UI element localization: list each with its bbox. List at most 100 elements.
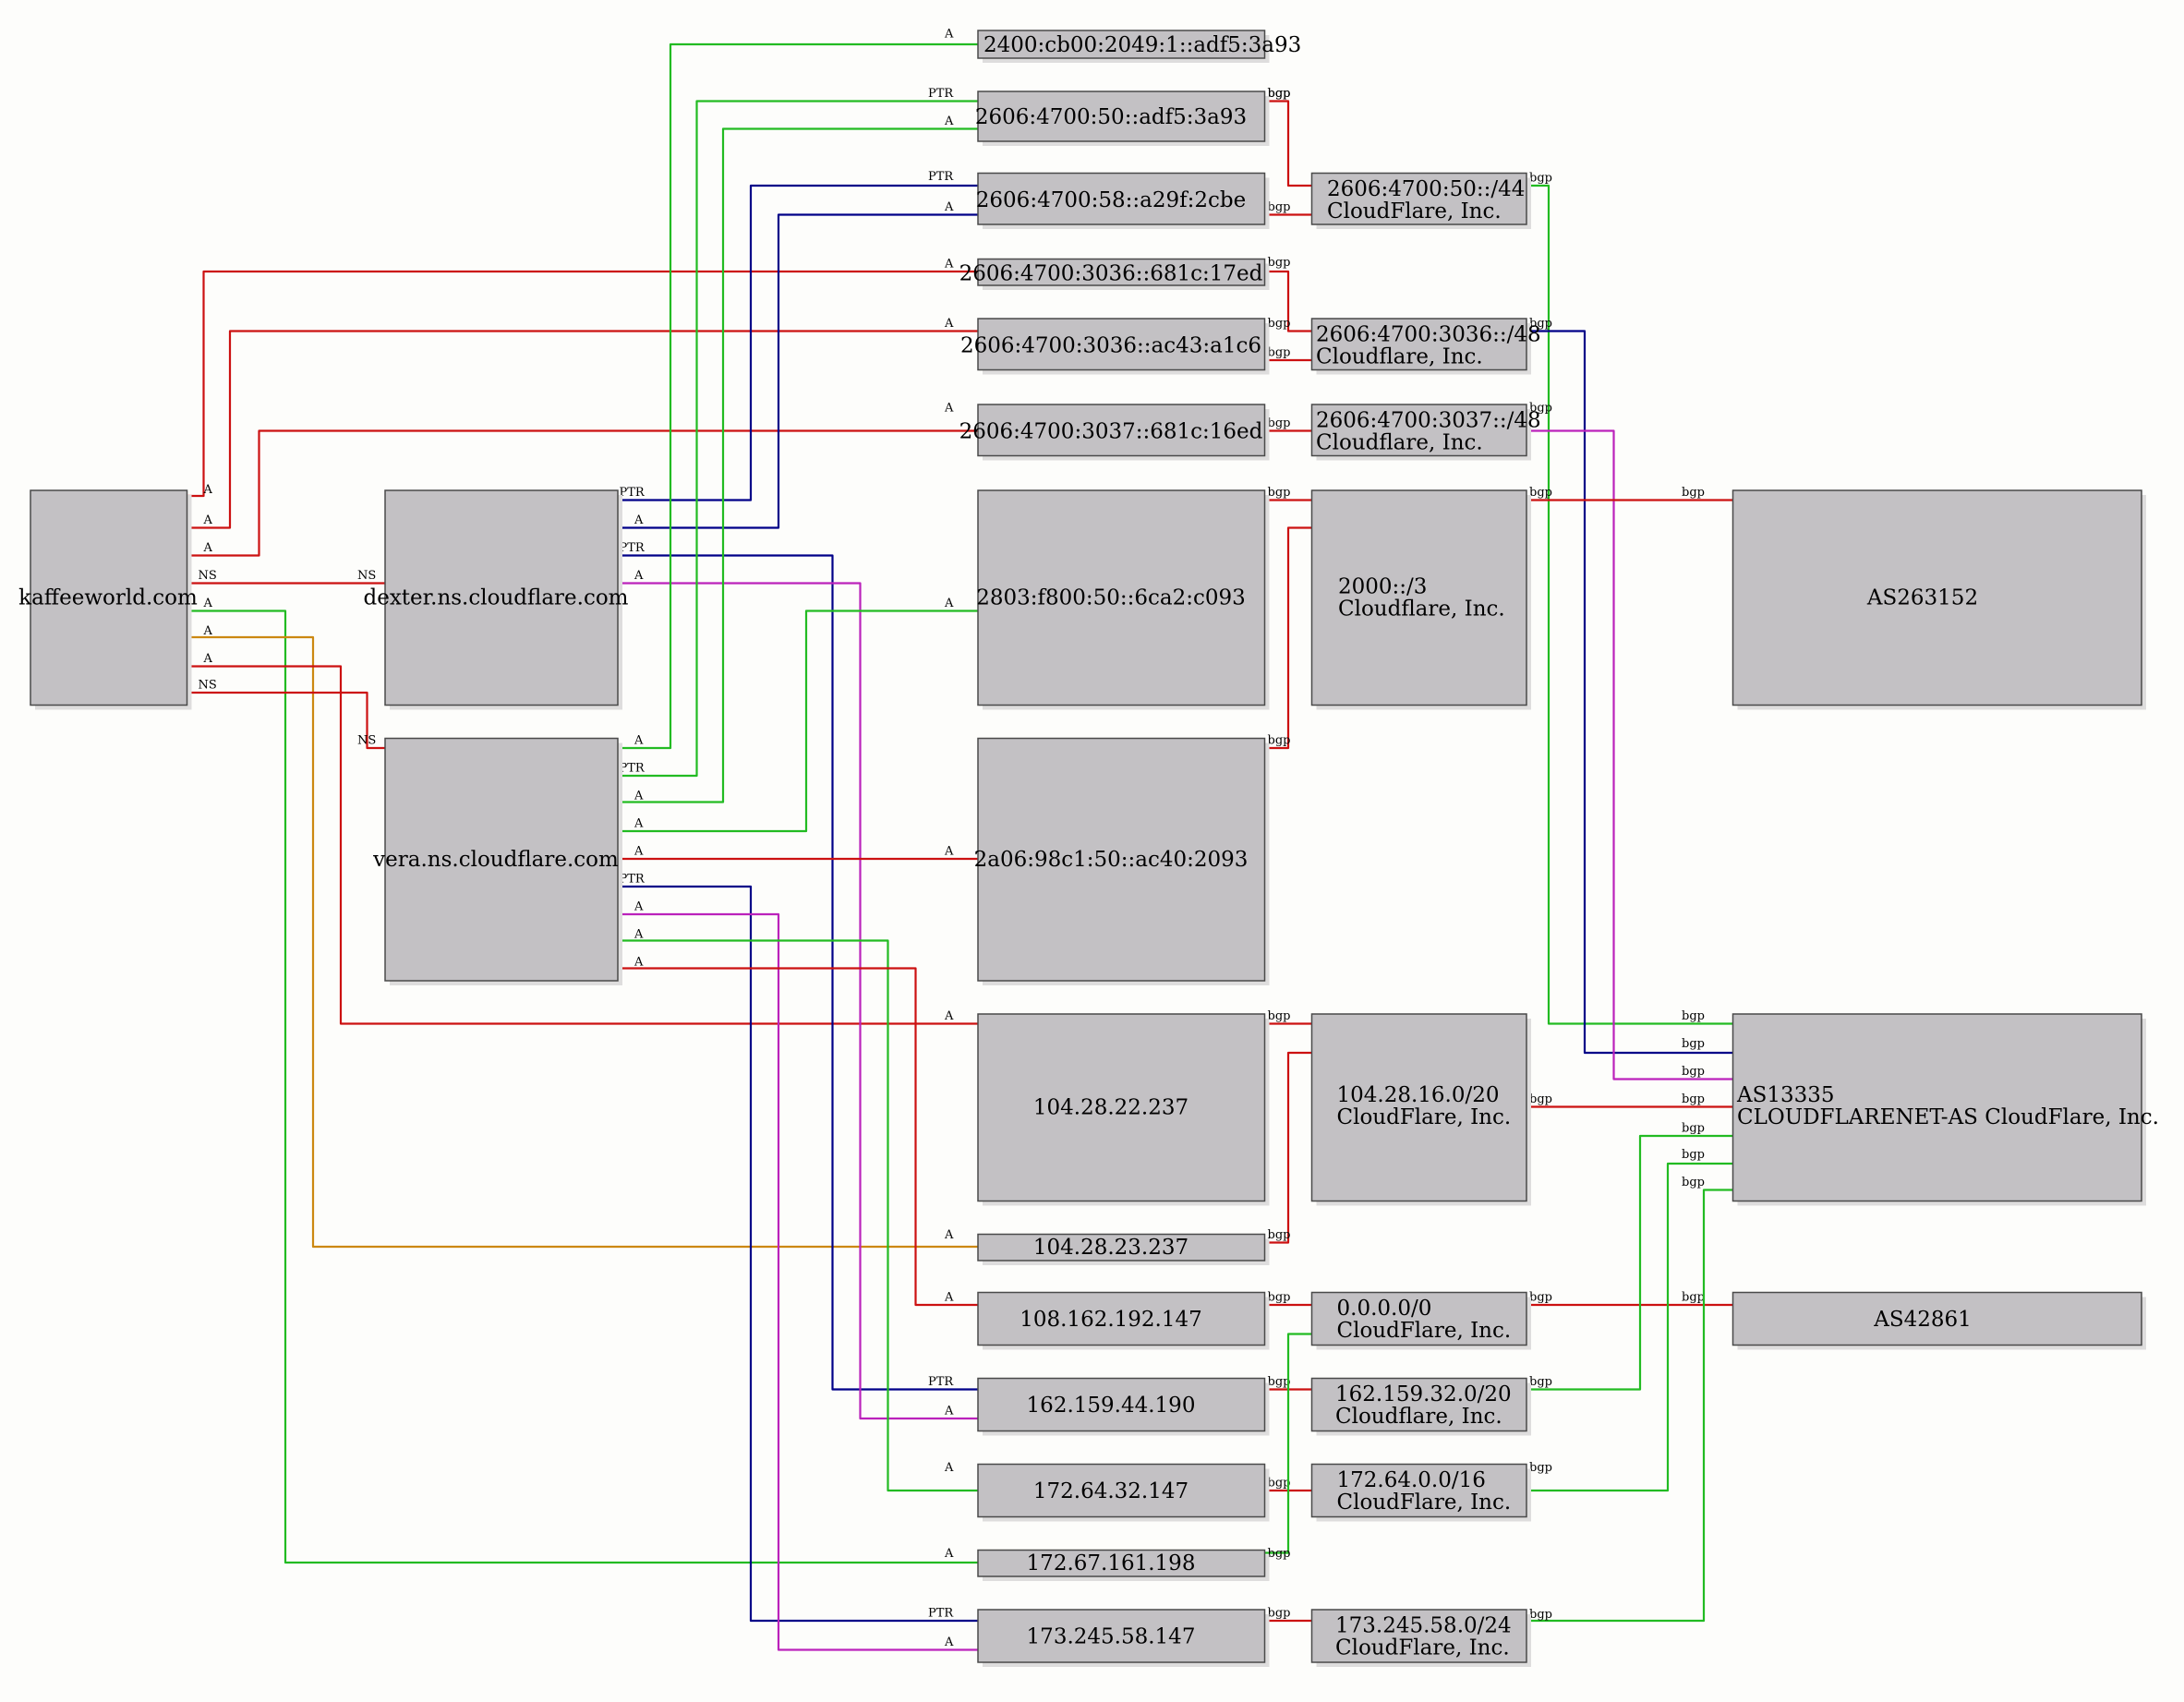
edge-line — [187, 429, 978, 557]
node-label: 2606:4700:3037::/48 — [1316, 409, 1541, 433]
node-box[interactable] — [977, 1013, 1266, 1202]
node-box[interactable] — [1310, 1609, 1527, 1663]
edge-label: PTR — [620, 762, 646, 776]
node-box[interactable] — [1310, 404, 1527, 457]
node-box[interactable] — [977, 1463, 1266, 1518]
edge-line — [618, 184, 978, 501]
node-label: 2606:4700:58::a29f:2cbe — [976, 188, 1246, 212]
edge-kaffeeworld-to-ip4_f: AA — [187, 597, 978, 1564]
node-box[interactable] — [977, 489, 1266, 706]
node-as263152[interactable]: AS263152 — [1732, 489, 2147, 710]
node-label: AS13335 — [1736, 1083, 1835, 1107]
node-kaffeeworld[interactable]: kaffeeworld.com — [18, 489, 198, 710]
node-ip4-b[interactable]: 104.28.23.237 — [977, 1233, 1270, 1266]
edge-ip4_g-to-pfx_i: bgp — [1264, 1607, 1312, 1623]
edge-label-end: A — [944, 1405, 954, 1418]
node-as42861[interactable]: AS42861 — [1732, 1291, 2147, 1350]
node-box[interactable] — [977, 91, 1266, 142]
node-box[interactable] — [1310, 1013, 1527, 1202]
node-box[interactable] — [977, 1609, 1266, 1663]
edge-line — [1264, 270, 1312, 332]
edge-line — [1526, 429, 1733, 1080]
node-box[interactable] — [384, 489, 619, 706]
node-box[interactable] — [977, 172, 1266, 225]
node-ip6-b[interactable]: 2606:4700:50::adf5:3a93 — [975, 91, 1270, 146]
node-ip4-f[interactable]: 172.67.161.198 — [977, 1549, 1270, 1582]
node-box[interactable] — [1310, 1291, 1527, 1346]
node-label: 2400:cb00:2049:1::adf5:3a93 — [983, 33, 1301, 57]
edge-label-end: NS — [357, 569, 376, 583]
node-ip6-f[interactable]: 2606:4700:3037::681c:16ed — [959, 404, 1270, 461]
edge-label-end: A — [944, 1009, 954, 1023]
edge-label-end: PTR — [928, 1607, 954, 1621]
node-box[interactable] — [977, 1291, 1266, 1346]
node-box[interactable] — [1732, 1013, 2142, 1202]
node-vera[interactable]: vera.ns.cloudflare.com — [372, 737, 622, 986]
edge-vera-to-ip4_g: AA — [618, 900, 978, 1651]
node-box[interactable] — [30, 489, 188, 706]
node-label: 2606:4700:3036::ac43:a1c6 — [960, 334, 1261, 358]
node-ip6-g[interactable]: 2803:f800:50::6ca2:c093 — [976, 489, 1270, 710]
node-box[interactable] — [1310, 318, 1527, 371]
edge-label-end: bgp — [1682, 1009, 1705, 1023]
edge-label: bgp — [1268, 87, 1291, 101]
node-label: Cloudflare, Inc. — [1338, 598, 1505, 622]
node-ip4-d[interactable]: 162.159.44.190 — [977, 1377, 1270, 1436]
node-box[interactable] — [977, 318, 1266, 371]
node-label: AS263152 — [1866, 586, 1978, 610]
edge-label: bgp — [1268, 1477, 1291, 1491]
node-box[interactable] — [977, 258, 1266, 286]
node-label: CloudFlare, Inc. — [1335, 1636, 1510, 1660]
node-ip6-a[interactable]: 2400:cb00:2049:1::adf5:3a93 — [977, 30, 1301, 63]
edge-kaffeeworld-to-ip4_b: AA — [187, 624, 978, 1249]
node-ip4-a[interactable]: 104.28.22.237 — [977, 1013, 1270, 1206]
node-label: CloudFlare, Inc. — [1337, 1319, 1512, 1343]
node-ip4-e[interactable]: 172.64.32.147 — [977, 1463, 1270, 1522]
node-box[interactable] — [1732, 1291, 2142, 1346]
edge-line — [618, 912, 978, 1651]
node-box[interactable] — [977, 737, 1266, 982]
edge-line — [618, 885, 978, 1623]
edge-label-end: A — [944, 115, 954, 128]
edge-line — [1526, 1162, 1733, 1492]
node-box[interactable] — [977, 30, 1266, 59]
node-box[interactable] — [384, 737, 619, 982]
node-box[interactable] — [1732, 489, 2142, 706]
node-label: 2606:4700:50::adf5:3a93 — [975, 105, 1247, 129]
node-ip4-c[interactable]: 108.162.192.147 — [977, 1291, 1270, 1350]
node-box[interactable] — [1310, 489, 1527, 706]
node-box[interactable] — [1310, 172, 1527, 225]
node-box[interactable] — [977, 1377, 1266, 1432]
edge-label-end: A — [944, 1636, 954, 1649]
node-ip6-e[interactable]: 2606:4700:3036::ac43:a1c6 — [960, 318, 1270, 375]
node-dexter[interactable]: dexter.ns.cloudflare.com — [364, 489, 629, 710]
edge-label-end: bgp — [1682, 1065, 1705, 1079]
edge-ip4_c-to-pfx_f: bgp — [1264, 1291, 1312, 1307]
node-ip6-c[interactable]: 2606:4700:58::a29f:2cbe — [976, 172, 1270, 230]
node-ip4-g[interactable]: 173.245.58.147 — [977, 1609, 1270, 1667]
node-box[interactable] — [1310, 1463, 1527, 1518]
node-ip6-d[interactable]: 2606:4700:3036::681c:17ed — [959, 258, 1270, 291]
node-box[interactable] — [977, 1233, 1266, 1261]
node-box[interactable] — [1310, 1377, 1527, 1432]
node-ip6-h[interactable]: 2a06:98c1:50::ac40:2093 — [974, 737, 1270, 986]
node-label: 172.64.32.147 — [1033, 1479, 1189, 1503]
node-box[interactable] — [977, 404, 1266, 457]
node-box[interactable] — [977, 1549, 1266, 1577]
edge-label: A — [203, 652, 213, 666]
edge-label: A — [633, 734, 644, 748]
